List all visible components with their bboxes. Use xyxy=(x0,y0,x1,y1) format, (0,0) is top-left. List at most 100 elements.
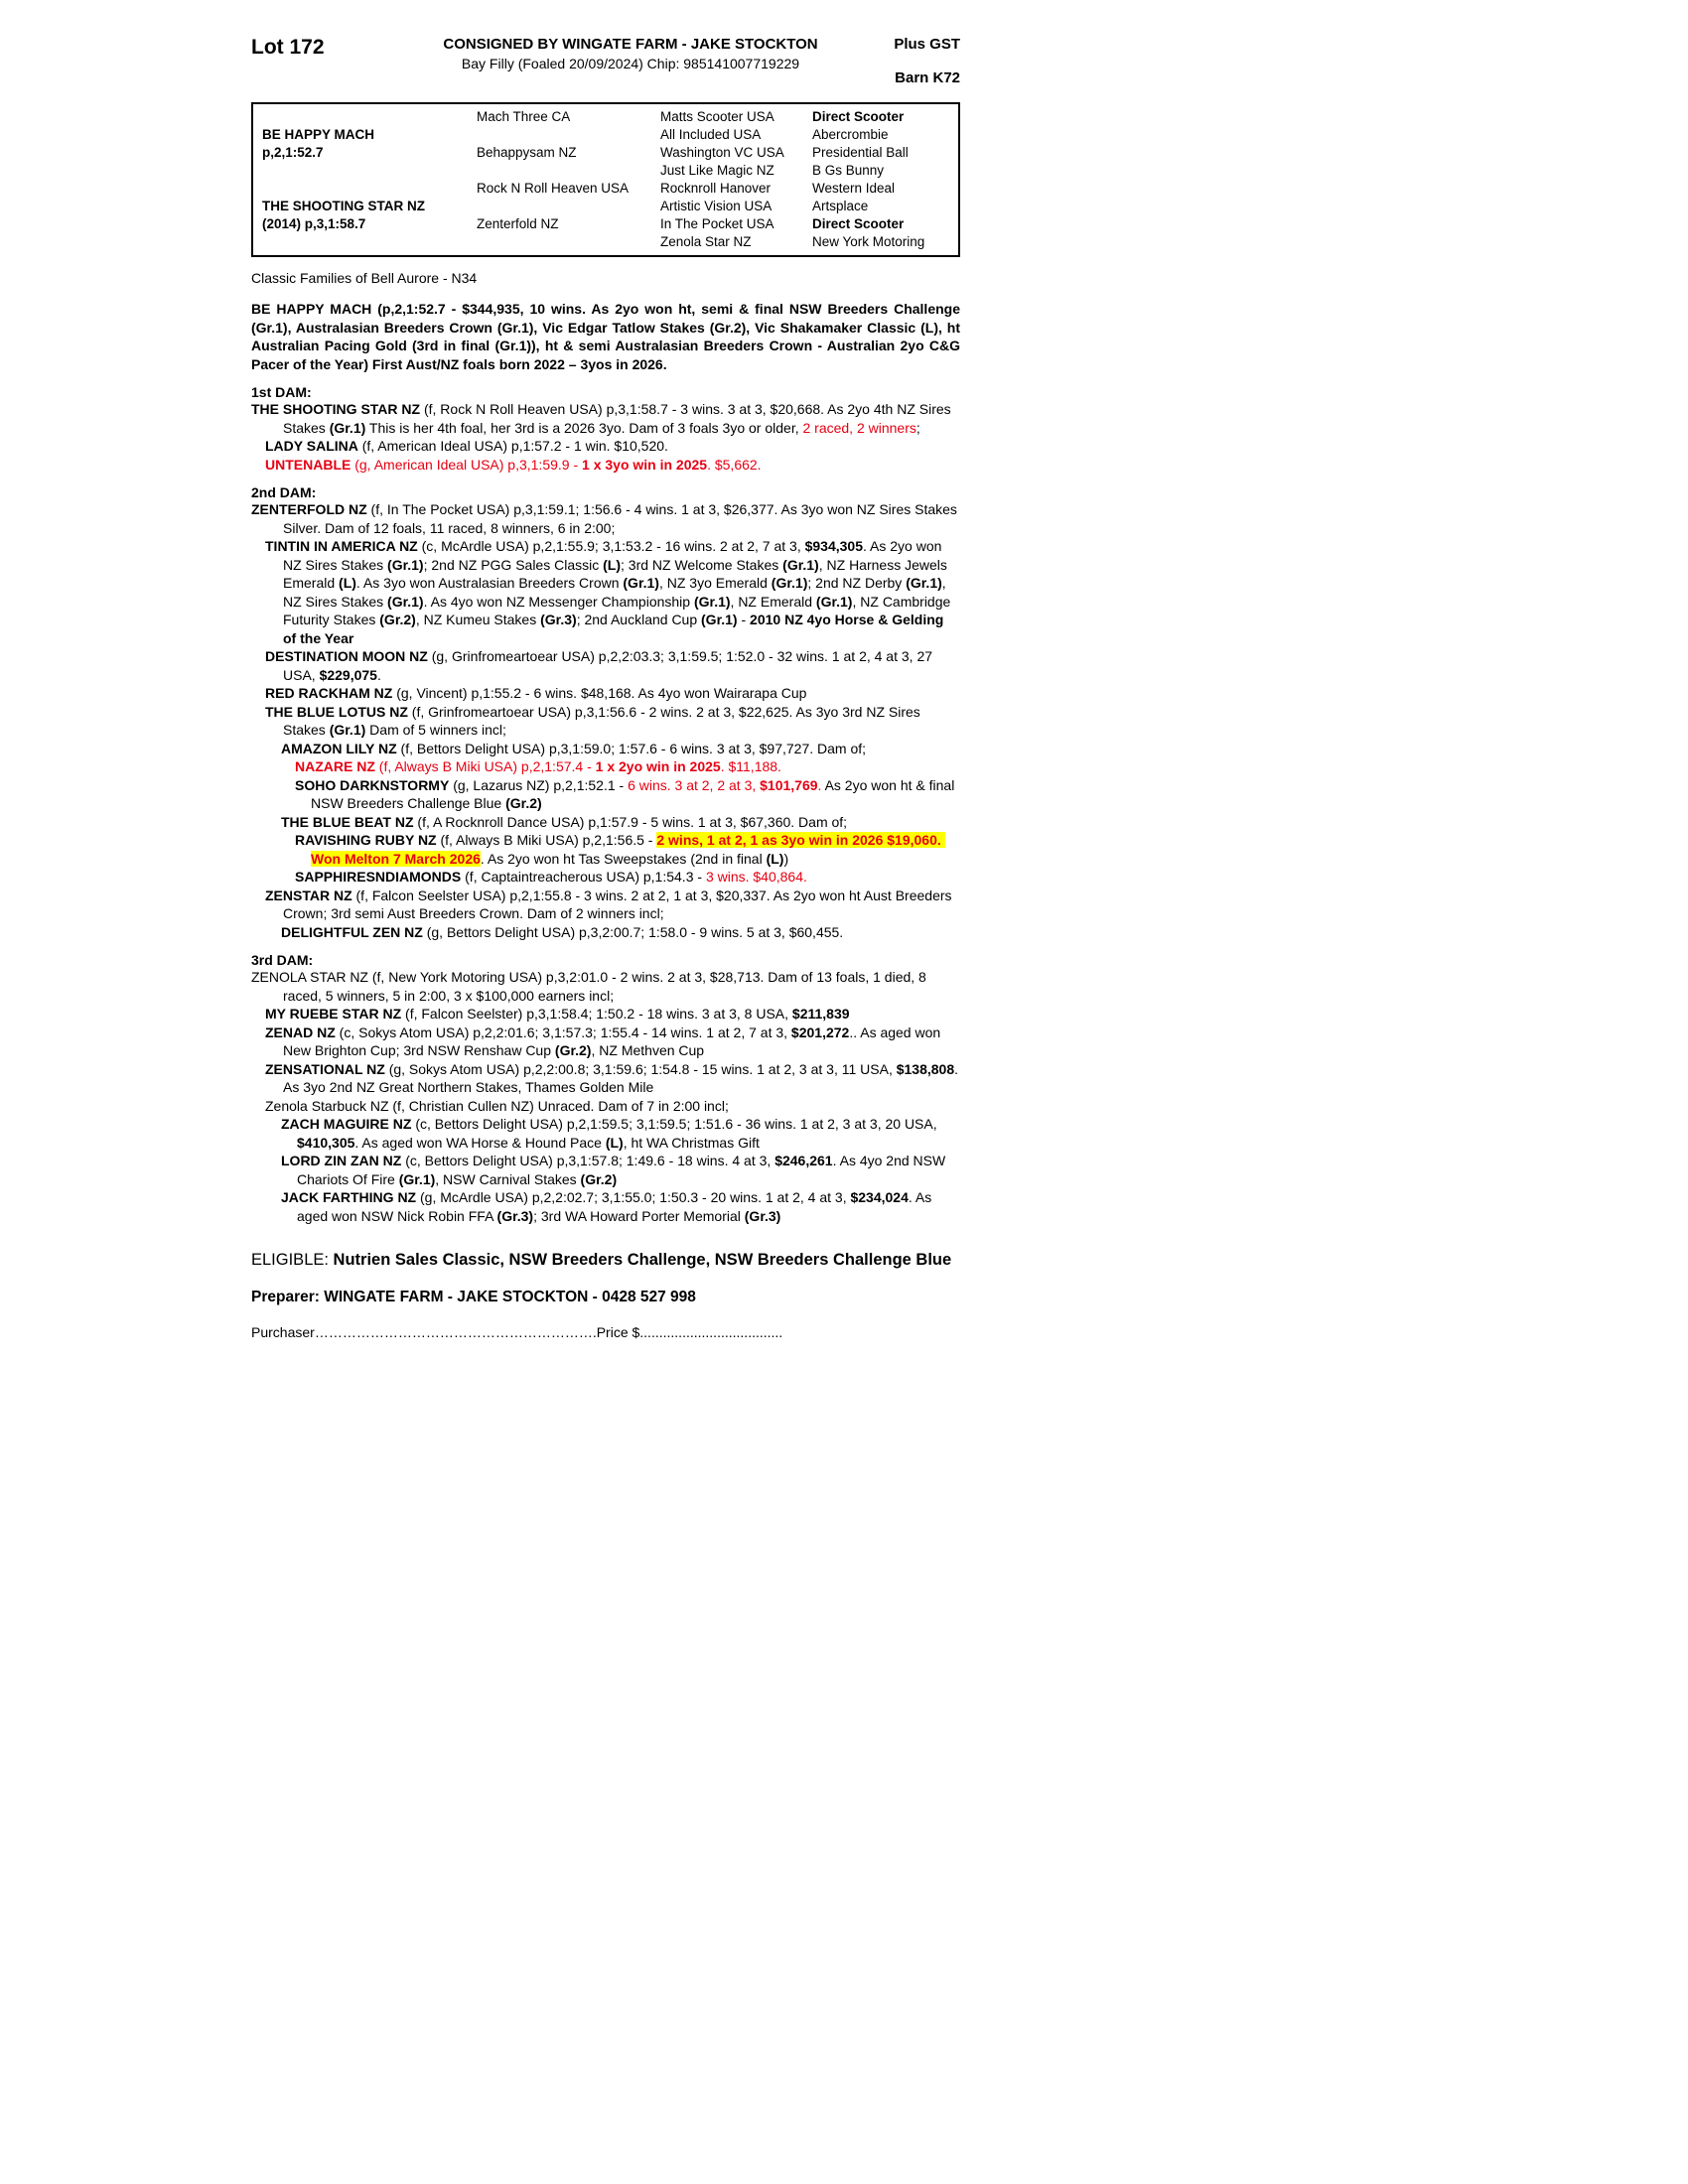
pedigree-entry: LORD ZIN ZAN NZ (c, Bettors Delight USA)… xyxy=(281,1152,960,1188)
pedigree-entry: ZENSATIONAL NZ (g, Sokys Atom USA) p,2,2… xyxy=(265,1060,960,1097)
pedigree-cell xyxy=(477,126,660,144)
text-segment: . As aged won NSW Nick Robin FFA xyxy=(297,1189,936,1224)
pedigree-cell: Direct Scooter xyxy=(812,109,905,124)
text-segment: (Gr.2) xyxy=(554,1042,592,1058)
text-segment: (Gr.1) xyxy=(398,1170,436,1187)
text-segment: $410,305 xyxy=(297,1134,355,1151)
text-segment: (f, Captaintreacherous USA) p,1:54.3 - xyxy=(461,869,706,885)
pedigree-entry: Zenola Starbuck NZ (f, Christian Cullen … xyxy=(265,1097,960,1116)
text-segment: RAVISHING RUBY NZ xyxy=(295,832,437,848)
header-right: Plus GST Barn K72 xyxy=(861,36,960,86)
text-segment: ) xyxy=(783,850,789,867)
text-segment: (Gr.3) xyxy=(496,1207,534,1224)
header-center: CONSIGNED BY WINGATE FARM - JAKE STOCKTO… xyxy=(400,36,861,71)
text-segment: (f, Rock N Roll Heaven USA) p,3,1:58.7 -… xyxy=(283,401,955,436)
text-segment: DELIGHTFUL ZEN NZ xyxy=(281,923,423,940)
pedigree-cell: All Included USA xyxy=(660,127,762,142)
text-segment: JACK FARTHING NZ xyxy=(281,1189,417,1205)
text-segment: (g, Lazarus NZ) p,2,1:52.1 - xyxy=(449,776,629,793)
pedigree-entry: ZACH MAGUIRE NZ (c, Bettors Delight USA)… xyxy=(281,1115,960,1152)
text-segment: (Gr.3) xyxy=(540,612,577,627)
text-segment: . As 3yo won Australasian Breeders Crown xyxy=(355,575,624,591)
text-segment: . As aged won WA Horse & Hound Pace xyxy=(354,1134,606,1151)
barn-number: Barn K72 xyxy=(895,69,960,86)
text-segment: ; 2nd NZ PGG Sales Classic xyxy=(423,556,604,573)
pedigree-cell: Artistic Vision USA xyxy=(660,199,773,213)
pedigree-entry: SAPPHIRESNDIAMONDS (f, Captaintreacherou… xyxy=(295,868,960,887)
text-segment: (L) xyxy=(605,1134,624,1151)
text-segment: (Gr.1) xyxy=(329,722,366,738)
pedigree-entry: DELIGHTFUL ZEN NZ (g, Bettors Delight US… xyxy=(281,923,960,942)
text-segment: (c, Bettors Delight USA) p,3,1:57.8; 1:4… xyxy=(401,1153,775,1168)
purchaser-label: Purchaser xyxy=(251,1324,315,1340)
dam-heading: 2nd DAM: xyxy=(251,484,317,500)
text-segment: , NZ Methven Cup xyxy=(591,1042,705,1058)
pedigree-entry: NAZARE NZ (f, Always B Miki USA) p,2,1:5… xyxy=(295,757,960,776)
pedigree-cell: p,2,1:52.7 xyxy=(262,145,324,160)
text-segment: (f, Always B Miki USA) p,2,1:57.4 - xyxy=(374,758,596,774)
text-segment: (Gr.1) xyxy=(387,556,424,573)
pedigree-cell xyxy=(262,180,477,198)
pedigree-entry: ZENSTAR NZ (f, Falcon Seelster USA) p,2,… xyxy=(265,887,960,923)
text-segment: . As 4yo won NZ Messenger Championship xyxy=(423,593,694,610)
pedigree-cell: Abercrombie xyxy=(812,127,889,142)
pedigree-entry: SOHO DARKNSTORMY (g, Lazarus NZ) p,2,1:5… xyxy=(295,776,960,813)
pedigree-cell: Just Like Magic NZ xyxy=(660,163,774,178)
pedigree-entry: LADY SALINA (f, American Ideal USA) p,1:… xyxy=(265,437,960,456)
pedigree-cell xyxy=(477,233,660,251)
pedigree-entry: MY RUEBE STAR NZ (f, Falcon Seelster) p,… xyxy=(265,1005,960,1024)
text-segment: . As 2yo won ht Tas Sweepstakes (2nd in … xyxy=(480,850,767,867)
pedigree-entry: AMAZON LILY NZ (f, Bettors Delight USA) … xyxy=(281,740,960,758)
pedigree-cell: B Gs Bunny xyxy=(812,163,885,178)
pedigree-entry: UNTENABLE (g, American Ideal USA) p,3,1:… xyxy=(265,456,960,475)
text-segment: (Gr.1) xyxy=(329,419,366,436)
text-segment: , NZ Sires Stakes xyxy=(283,575,950,610)
text-segment: , NZ Kumeu Stakes xyxy=(415,612,541,627)
text-segment: 6 wins. 3 at 2, 2 at 3, xyxy=(628,776,761,793)
lot-number: Lot 172 xyxy=(251,36,325,59)
text-segment: $229,075 xyxy=(319,666,377,683)
text-segment: .. As aged won New Brighton Cup; 3rd NSW… xyxy=(283,1024,945,1059)
eligibility-line: ELIGIBLE: Nutrien Sales Classic, NSW Bre… xyxy=(251,1249,960,1271)
text-segment: UNTENABLE xyxy=(265,456,352,473)
text-segment: . xyxy=(376,666,381,683)
text-segment: (L) xyxy=(603,556,622,573)
pedigree-entry: BE HAPPY MACH (p,2,1:52.7 - $344,935, 10… xyxy=(251,300,960,373)
text-segment: (c, Bettors Delight USA) p,2,1:59.5; 3,1… xyxy=(411,1116,941,1132)
text-segment: (f, American Ideal USA) p,1:57.2 - 1 win… xyxy=(357,438,668,454)
text-segment: Zenola Starbuck NZ (f, Christian Cullen … xyxy=(265,1097,729,1114)
text-segment: $234,024 xyxy=(850,1189,909,1205)
text-segment: SAPPHIRESNDIAMONDS xyxy=(295,869,462,885)
pedigree-cell: Mach Three CA xyxy=(477,109,571,124)
text-segment: ZENSATIONAL NZ xyxy=(265,1060,385,1077)
pedigree-cell: THE SHOOTING STAR NZ xyxy=(262,199,425,213)
family-note: Classic Families of Bell Aurore - N34 xyxy=(251,270,478,286)
eligible-races: Nutrien Sales Classic, NSW Breeders Chal… xyxy=(333,1251,952,1269)
text-segment: (f, Always B Miki USA) p,2,1:56.5 - xyxy=(436,832,657,848)
pedigree-entry: ZENAD NZ (c, Sokys Atom USA) p,2,2:01.6;… xyxy=(265,1024,960,1060)
pedigree-entry: DESTINATION MOON NZ (g, Grinfromeartoear… xyxy=(265,647,960,684)
text-segment: (g, Vincent) p,1:55.2 - 6 wins. $48,168.… xyxy=(392,685,807,701)
text-segment: (Gr.1) xyxy=(693,593,731,610)
text-segment: (Gr.2) xyxy=(379,612,416,627)
text-segment: (Gr.1) xyxy=(623,575,659,591)
text-segment: ; xyxy=(915,419,920,436)
text-segment: ; 3rd WA Howard Porter Memorial xyxy=(533,1207,745,1224)
text-segment: Dam of 5 winners incl; xyxy=(365,722,506,738)
text-segment: - xyxy=(737,612,751,627)
pedigree-cell: Zenterfold NZ xyxy=(477,216,559,231)
page-header: Lot 172 CONSIGNED BY WINGATE FARM - JAKE… xyxy=(251,36,960,86)
text-segment: , NSW Carnival Stakes xyxy=(435,1170,581,1187)
text-segment: SOHO DARKNSTORMY xyxy=(295,776,450,793)
pedigree-cell: Zenola Star NZ xyxy=(660,234,752,249)
text-segment: . $5,662. xyxy=(707,456,762,473)
text-segment: ZENTERFOLD NZ xyxy=(251,501,367,517)
text-segment: (L) xyxy=(339,575,356,591)
purchaser-dotted-leader: ……………………………………………………. xyxy=(314,1324,597,1340)
text-segment: ; 2nd Auckland Cup xyxy=(576,612,702,627)
text-segment: MY RUEBE STAR NZ xyxy=(265,1006,402,1022)
text-segment: $246,261 xyxy=(774,1153,833,1168)
pedigree-cell: Behappysam NZ xyxy=(477,145,577,160)
